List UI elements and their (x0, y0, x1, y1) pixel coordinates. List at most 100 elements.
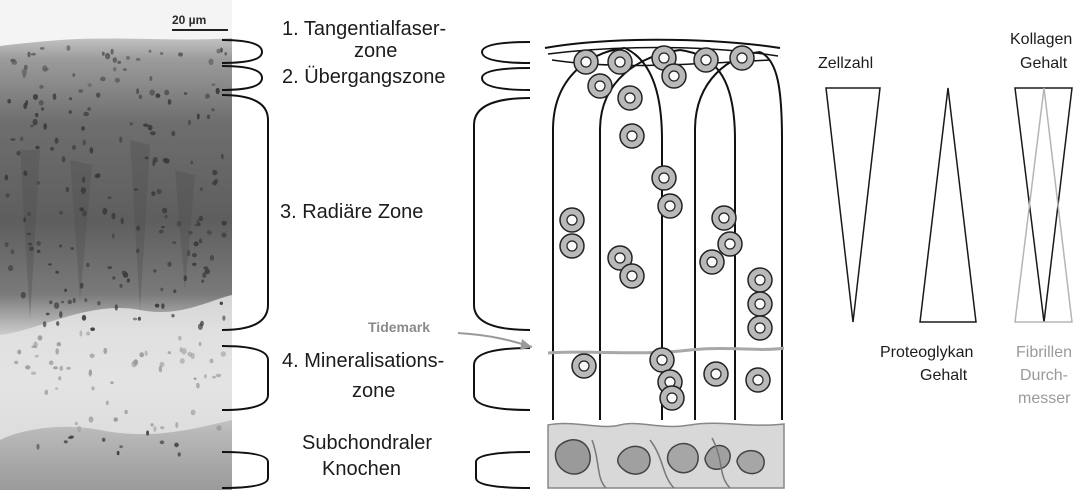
micrograph-cell-dot (162, 208, 167, 214)
micrograph-cell-dot (33, 342, 37, 349)
micrograph-cell-dot (153, 426, 156, 432)
chondrocyte-nucleus (711, 369, 721, 379)
micrograph-cell-dot (177, 221, 182, 227)
micrograph-cell-dot (139, 95, 143, 99)
micrograph-cell-dot (64, 289, 67, 292)
chondrocyte-nucleus (737, 53, 747, 63)
micrograph-cell-dot (82, 140, 86, 146)
micrograph-cell-dot (83, 112, 89, 117)
micrograph-cell-dot (208, 59, 213, 66)
zone-5-label-line2: Knochen (322, 458, 401, 480)
micrograph-cell-dot (82, 210, 87, 216)
micrograph-cell-dot (78, 89, 83, 92)
micrograph-cell-dot (31, 371, 36, 375)
micrograph-cell-dot (68, 300, 72, 305)
proteoglycan-label-line1: Proteoglykan (880, 343, 973, 362)
chondrocyte-nucleus (567, 215, 577, 225)
chondrocyte-nucleus (755, 299, 765, 309)
micrograph-cell-dot (45, 390, 49, 395)
chondrocyte-nucleus (657, 355, 667, 365)
micrograph-cell-dot (160, 426, 164, 429)
micrograph-cell-dot (90, 327, 95, 331)
micrograph-cell-dot (199, 342, 202, 346)
micrograph-cell-dot (33, 119, 38, 126)
micrograph-cell-dot (55, 387, 58, 390)
micrograph-cell-dot (73, 298, 76, 303)
fibril-diameter-triangle (1015, 88, 1072, 322)
micrograph-cell-dot (151, 191, 155, 196)
micrograph-cell-dot (48, 263, 52, 265)
micrograph-cell-dot (211, 108, 215, 111)
tidemark-arrow (458, 333, 532, 347)
collagen-label-line1: Kollagen (1010, 30, 1072, 49)
right-zone-brackets (474, 42, 530, 488)
micrograph-cell-dot (212, 83, 216, 86)
chondrocyte-nucleus (567, 241, 577, 251)
micrograph-cell-dot (25, 365, 30, 369)
micrograph-cell-dot (159, 230, 164, 234)
micrograph-cell-dot (54, 302, 59, 309)
cell-count-triangle (826, 88, 880, 322)
micrograph-cell-dot (5, 175, 9, 181)
micrograph-cell-dot (216, 49, 220, 54)
micrograph-cell-dot (216, 374, 221, 377)
micrograph-cell-dot (69, 110, 72, 114)
micrograph-cell-dot (112, 233, 115, 238)
micrograph-cell-dot (111, 49, 114, 55)
micrograph-cell-dot (198, 324, 203, 330)
chondrocyte-nucleus (755, 323, 765, 333)
micrograph-cell-dot (119, 137, 122, 143)
micrograph-cell-dot (197, 113, 200, 119)
micrograph-cell-dot (58, 376, 61, 380)
micrograph-cell-dot (196, 383, 200, 389)
micrograph-cell-dot (146, 430, 149, 435)
bracket-zone-5-right (476, 452, 530, 488)
micrograph-cell-dot (106, 401, 109, 406)
micrograph-cell-dot (50, 147, 54, 151)
micrograph-cell-dot (178, 52, 183, 56)
collagen-triangle (1015, 88, 1072, 322)
micrograph-cell-dot (133, 318, 137, 321)
micrograph-cell-dot (69, 97, 72, 100)
micrograph-cell-dot (111, 213, 115, 220)
chondrocyte-nucleus (581, 57, 591, 67)
micrograph-cell-dot (149, 50, 152, 53)
micrograph-cell-dot (86, 263, 90, 268)
bracket-zone-3-right (474, 98, 530, 330)
chondrocyte-nucleus (659, 173, 669, 183)
chondrocyte-nucleus (615, 57, 625, 67)
micrograph-cell-dot (174, 443, 179, 448)
chondrocyte-nucleus (595, 81, 605, 91)
micrograph-cell-dot (5, 242, 9, 247)
chondrocyte-nucleus (725, 239, 735, 249)
micrograph-cell-dot (192, 263, 196, 266)
micrograph-cell-dot (41, 107, 44, 111)
micrograph-cell-dot (194, 241, 199, 246)
micrograph-cell-dot (127, 278, 130, 282)
micrograph-cell-dot (149, 90, 155, 96)
chondrocyte-nucleus (719, 213, 729, 223)
chondrocyte-nucleus (579, 361, 589, 371)
micrograph-cell-dot (82, 176, 85, 182)
micrograph-cell-dot (115, 304, 118, 310)
micrograph-cell-dot (5, 193, 9, 197)
micrograph-cell-dot (150, 131, 156, 135)
micrograph-cell-dot (60, 366, 64, 371)
micrograph-cell-dot (159, 366, 162, 373)
chondrocyte-nucleus (667, 393, 677, 403)
subchondral-bone (548, 423, 784, 488)
micrograph-cell-dot (100, 77, 106, 82)
micrograph-cell-dot (112, 276, 115, 279)
micrograph-cell-dot (136, 88, 139, 94)
micrograph-cell-dot (203, 266, 208, 270)
micrograph-cell-dot (184, 275, 188, 281)
micrograph-cell-dot (205, 93, 210, 98)
zone-2-label: 2. Übergangszone (282, 66, 445, 88)
chondrocyte-nucleus (665, 201, 675, 211)
micrograph-cell-dot (180, 358, 185, 363)
micrograph-cell-dot (66, 45, 70, 51)
micrograph-cell-dot (22, 69, 27, 76)
micrograph-cell-dot (102, 208, 107, 215)
micrograph-cell-dot (49, 361, 54, 366)
